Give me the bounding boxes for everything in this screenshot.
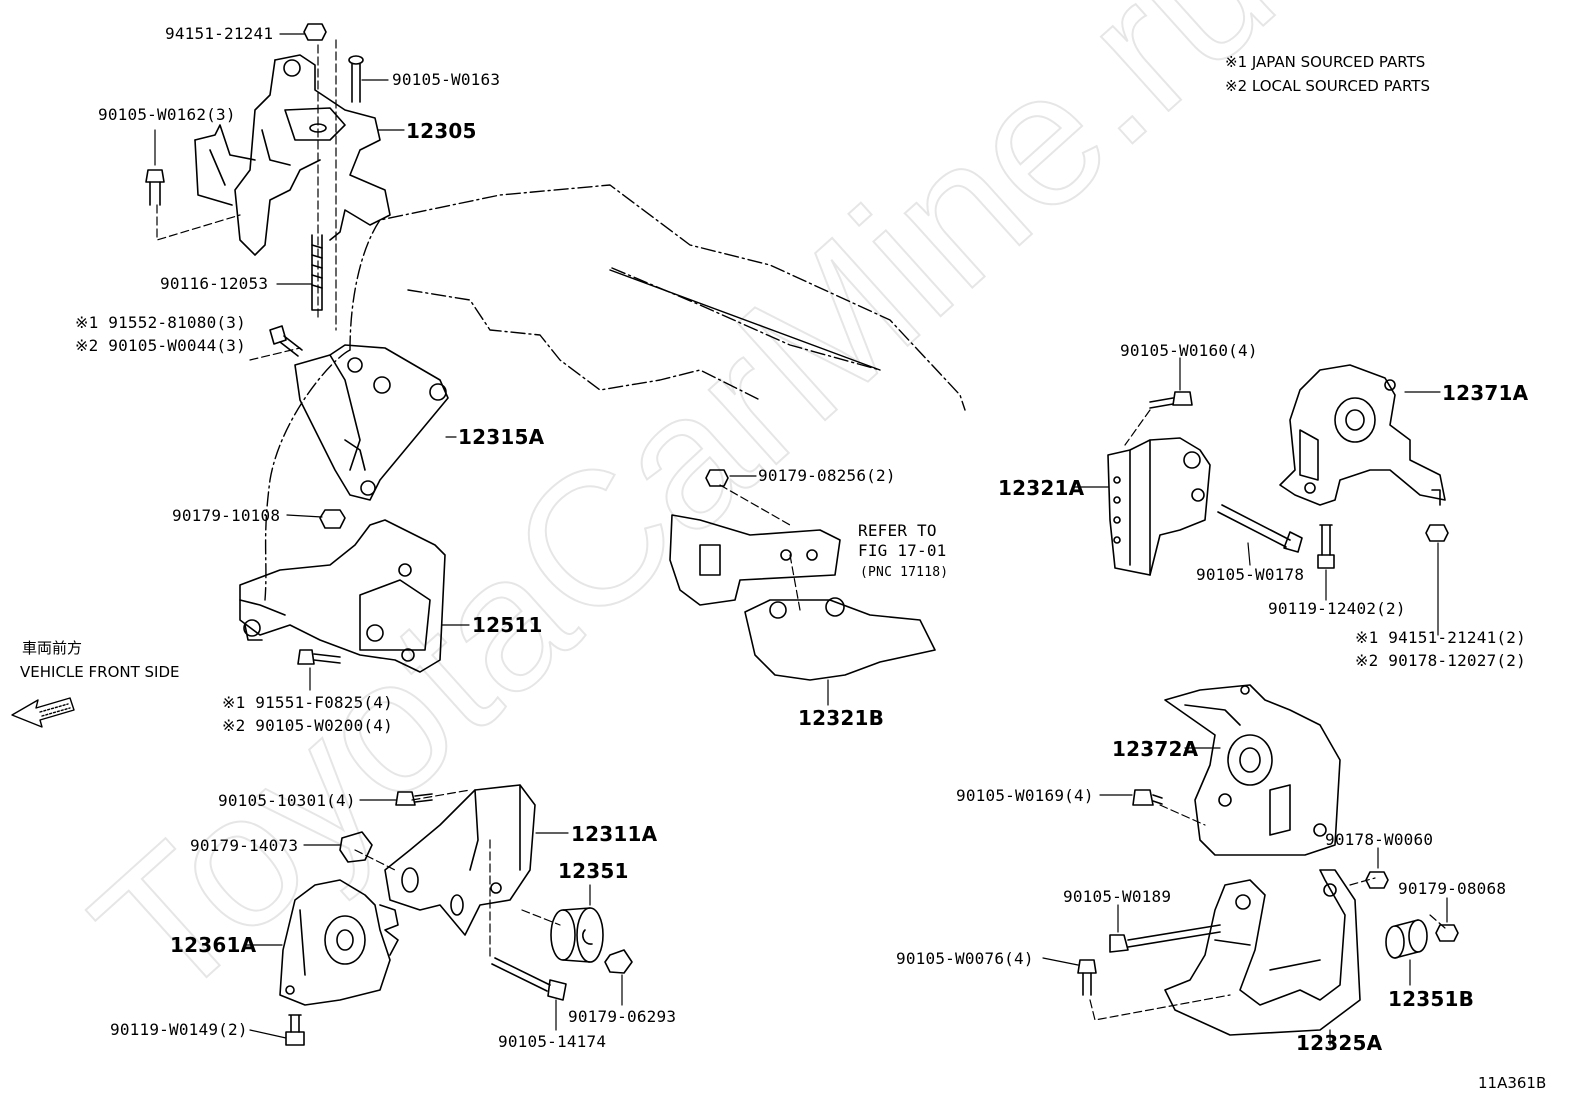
nut-90179-08068 bbox=[1435, 924, 1459, 942]
label-12321B: 12321B bbox=[798, 706, 885, 730]
refer-line-2: FIG 17-01 bbox=[858, 541, 947, 560]
vehicle-front-arrow-icon bbox=[11, 697, 75, 728]
diagram-id: 11A361B bbox=[1478, 1074, 1547, 1092]
part-12351B bbox=[1385, 919, 1428, 959]
label-12351B: 12351B bbox=[1388, 987, 1475, 1011]
part-12321A bbox=[1107, 437, 1211, 576]
direction-label-en: VEHICLE FRONT SIDE bbox=[20, 663, 180, 681]
label-90178-W0060: 90178-W0060 bbox=[1325, 830, 1434, 849]
label-90179-10108: 90179-10108 bbox=[172, 506, 281, 525]
nut-90178-W0060 bbox=[1365, 871, 1389, 889]
part-12371A bbox=[1279, 364, 1446, 506]
label-90105-W0160: 90105-W0160(4) bbox=[1120, 341, 1258, 360]
label-12321A: 12321A bbox=[998, 476, 1085, 500]
label-90179-08256: 90179-08256(2) bbox=[758, 466, 896, 485]
label-90119-12402: 90119-12402(2) bbox=[1268, 599, 1406, 618]
label-91552-81080: ※1 91552-81080(3) bbox=[75, 313, 246, 332]
legend-local-sourced: ※2 LOCAL SOURCED PARTS bbox=[1225, 77, 1430, 95]
legend-japan-sourced: ※1 JAPAN SOURCED PARTS bbox=[1225, 53, 1426, 71]
nut-90179-06293 bbox=[604, 949, 633, 974]
label-12325A: 12325A bbox=[1296, 1031, 1383, 1055]
label-12305: 12305 bbox=[406, 119, 477, 143]
part-12315A bbox=[294, 344, 449, 501]
bolt-90105-W0162 bbox=[145, 169, 165, 206]
direction-label-jp: 車両前方 bbox=[22, 639, 83, 657]
bolt-90105-W0178 bbox=[1217, 504, 1303, 553]
bolt-90105-W0163 bbox=[348, 55, 364, 103]
label-94151-21241-right: ※1 94151-21241(2) bbox=[1355, 628, 1526, 647]
bolt-90105-W0169 bbox=[1132, 789, 1163, 806]
label-90179-06293: 90179-06293 bbox=[568, 1007, 677, 1026]
part-12361A bbox=[279, 879, 399, 1006]
label-90105-W0076: 90105-W0076(4) bbox=[896, 949, 1034, 968]
label-90105-W0200: ※2 90105-W0200(4) bbox=[222, 716, 393, 735]
nut-90179-08256 bbox=[705, 469, 729, 487]
nut-90179-10108 bbox=[319, 509, 346, 529]
stud-90116-12053 bbox=[311, 234, 323, 311]
leader-lines bbox=[154, 33, 1448, 1046]
label-90119-W0149: 90119-W0149(2) bbox=[110, 1020, 248, 1039]
part-12311A bbox=[384, 784, 536, 936]
refer-line-3: (PNC 17118) bbox=[860, 565, 949, 580]
label-91551-F0825: ※1 91551-F0825(4) bbox=[222, 693, 393, 712]
label-90178-12027: ※2 90178-12027(2) bbox=[1355, 651, 1526, 670]
label-90105-14174: 90105-14174 bbox=[498, 1032, 607, 1051]
label-90105-W0044: ※2 90105-W0044(3) bbox=[75, 336, 246, 355]
bolt-90119-12402 bbox=[1317, 524, 1335, 569]
bolt-90105-W0044 bbox=[269, 325, 303, 357]
nut-94151-top bbox=[303, 23, 327, 41]
part-12372A bbox=[1164, 684, 1341, 856]
bolt-91551-F0825 bbox=[297, 649, 341, 665]
label-90105-W0163: 90105-W0163 bbox=[392, 70, 501, 89]
label-90105-10301: 90105-10301(4) bbox=[218, 791, 356, 810]
label-90105-W0162: 90105-W0162(3) bbox=[98, 105, 236, 124]
label-90179-14073: 90179-14073 bbox=[190, 836, 299, 855]
label-12371A: 12371A bbox=[1442, 381, 1529, 405]
refer-line-1: REFER TO bbox=[858, 521, 937, 540]
nut-94151-right bbox=[1425, 489, 1449, 542]
bolt-90105-W0076 bbox=[1077, 959, 1097, 996]
bolt-90105-10301 bbox=[395, 791, 433, 806]
bolt-90105-14174 bbox=[491, 957, 567, 1001]
label-12311A: 12311A bbox=[571, 822, 658, 846]
bolt-90119-W0149 bbox=[285, 1014, 305, 1046]
label-12351: 12351 bbox=[558, 859, 629, 883]
bolt-90105-W0189 bbox=[1109, 924, 1221, 953]
part-12325A bbox=[1164, 869, 1361, 1036]
label-12372A: 12372A bbox=[1112, 737, 1199, 761]
bolt-90105-W0160 bbox=[1149, 391, 1193, 409]
label-90179-08068: 90179-08068 bbox=[1398, 879, 1507, 898]
label-12511: 12511 bbox=[472, 613, 543, 637]
label-12361A: 12361A bbox=[170, 933, 257, 957]
part-12351 bbox=[550, 907, 604, 963]
label-94151-21241-top: 94151-21241 bbox=[165, 24, 274, 43]
label-90105-W0178: 90105-W0178 bbox=[1196, 565, 1305, 584]
part-12511 bbox=[239, 519, 446, 673]
engine-outline bbox=[264, 184, 966, 601]
label-90105-W0189: 90105-W0189 bbox=[1063, 887, 1172, 906]
part-12305 bbox=[194, 54, 391, 256]
label-12315A: 12315A bbox=[458, 425, 545, 449]
label-90105-W0169: 90105-W0169(4) bbox=[956, 786, 1094, 805]
nut-90179-14073 bbox=[339, 831, 373, 863]
label-90116-12053: 90116-12053 bbox=[160, 274, 269, 293]
part-12321B bbox=[669, 514, 936, 681]
